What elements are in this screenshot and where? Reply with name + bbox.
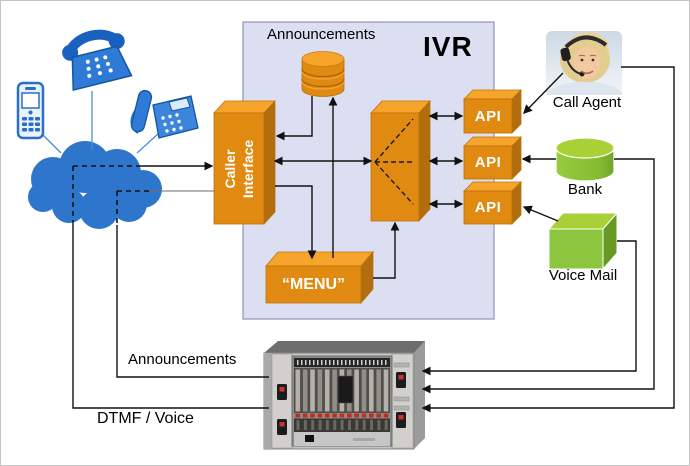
api-box-1	[463, 89, 522, 134]
switch-fan-lines	[374, 118, 415, 205]
api-label-3: API	[474, 199, 502, 216]
telecom-rack-icon	[263, 341, 425, 450]
api-label-1: API	[474, 107, 502, 125]
agent-to-rack-arrow	[421, 66, 675, 413]
voice-mail-label: Voice Mail	[548, 267, 618, 284]
api-box-3	[463, 181, 522, 225]
menu-box	[265, 250, 374, 305]
office-phone-icon	[130, 89, 199, 139]
dashed-cloud-taps	[72, 165, 149, 225]
announcements-bottom-label: Announcements	[128, 351, 237, 368]
ivr-title: IVR	[423, 31, 473, 62]
db-to-caller-arrow	[275, 96, 313, 141]
api-label-2: API	[474, 154, 502, 171]
announcements-top-label: Announcements	[267, 26, 376, 43]
call-agent-photo	[546, 31, 622, 95]
caller-interface-line2: Interface	[240, 139, 257, 198]
database-icon	[301, 51, 345, 97]
desk-phone-icon	[62, 29, 133, 92]
caller-to-menu-arrow	[275, 185, 317, 260]
connector-lines	[72, 66, 675, 413]
api-box-2	[463, 136, 522, 180]
bank-label: Bank	[567, 181, 603, 198]
voicemail-to-rack-arrow	[421, 240, 637, 376]
caller-interface-box	[213, 99, 276, 226]
caller-interface-label: Caller Interface	[214, 113, 264, 224]
menu-to-switch-arrow	[373, 221, 400, 279]
dtmf-voice-line	[72, 222, 269, 409]
bank-to-rack-arrow	[421, 158, 655, 394]
cloud-icon	[28, 141, 162, 229]
call-agent-label: Call Agent	[552, 94, 622, 111]
caller-interface-line1: Caller	[222, 149, 239, 188]
voicemail-to-api3-arrow	[522, 205, 559, 222]
announcements-line	[116, 225, 269, 378]
agent-to-api1-arrow	[523, 72, 564, 114]
switch-box	[370, 99, 431, 223]
mobile-phone-icon	[16, 81, 45, 140]
voice-mail-cube-icon	[547, 211, 619, 271]
menu-label: “MENU”	[281, 275, 346, 293]
bank-cylinder-icon	[555, 137, 615, 182]
dtmf-voice-label: DTMF / Voice	[97, 410, 194, 427]
